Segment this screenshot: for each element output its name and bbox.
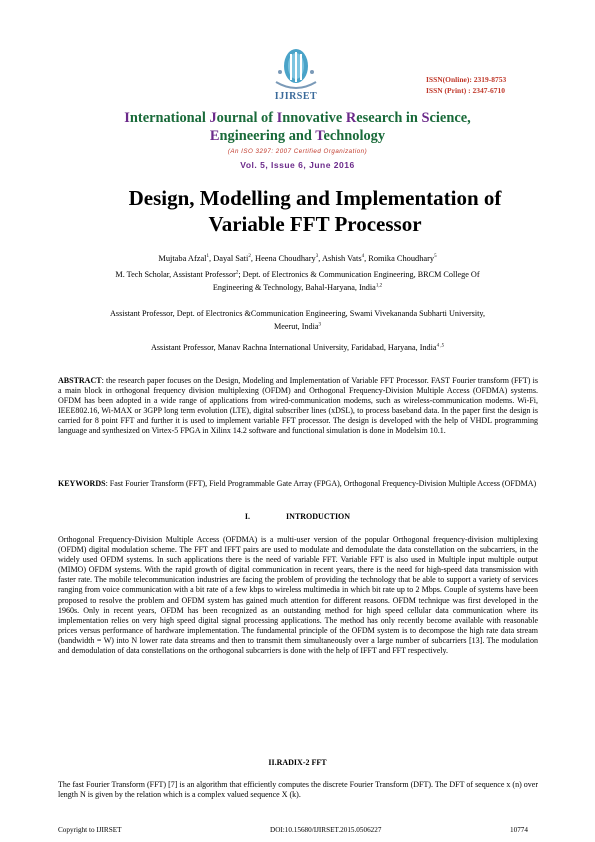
logo-text: IJIRSET [274,91,318,102]
affiliation-2: Assistant Professor, Dept. of Electronic… [109,309,486,331]
abstract-text: : the research paper focuses on the Desi… [58,376,538,436]
keywords-text: : Fast Fourier Transform (FFT), Field Pr… [105,479,537,488]
paper-title: Design, Modelling and Implementation of … [80,185,550,237]
section-heading-radix2: II.RADIX-2 FFT [268,758,327,767]
author-name: Heena Choudhary [255,254,316,263]
certified-note: (An ISO 3297: 2007 Certified Organizatio… [227,148,368,155]
issn-print: ISSN (Print) : 2347-6710 [426,86,505,95]
ijirset-logo-icon [275,49,317,89]
volume-issue: Vol. 5, Issue 6, June 2016 [240,160,355,170]
abstract-label: ABSTRACT [58,376,102,385]
issn-block: ISSN(Online): 2319-8753 ISSN (Print) : 2… [426,74,506,96]
section-heading-introduction: I.INTRODUCTION [244,512,351,521]
journal-line-2: Engineering and Technology [209,128,386,144]
journal-line-1: International Journal of Innovative Rese… [124,110,471,126]
author-name: Romika Choudhary [368,254,435,263]
abstract: ABSTRACT: the research paper focuses on … [58,376,538,437]
title-line-1: Design, Modelling and Implementation of [128,186,502,210]
radix2-text: The fast Fourier Transform (FFT) [7] is … [58,780,538,800]
issn-online: ISSN(Online): 2319-8753 [426,75,507,84]
journal-name: International Journal of Innovative Rese… [60,109,535,145]
footer-page-number: 10774 [510,826,528,834]
keywords: KEYWORDS: Fast Fourier Transform (FFT), … [58,479,538,489]
footer-doi: DOI:10.15680/IJIRSET.2015.0506227 [270,826,382,834]
affiliation-1: M. Tech Scholar, Assistant Professor2; D… [115,270,480,292]
author-name: Dayal Sati [213,254,249,263]
introduction-text: Orthogonal Frequency-Division Multiple A… [58,535,538,656]
title-line-2: Variable FFT Processor [208,212,422,236]
keywords-label: KEYWORDS [58,479,106,488]
footer-copyright: Copyright to IJIRSET [58,826,122,834]
author-name: Ashish Vats [321,254,362,263]
affiliation-3: Assistant Professor, Manav Rachna Intern… [150,343,445,352]
author-name: Mujtaba Afzal [158,254,207,263]
author-list: Mujtaba Afzal1, Dayal Sati2, Heena Choud… [158,254,437,263]
